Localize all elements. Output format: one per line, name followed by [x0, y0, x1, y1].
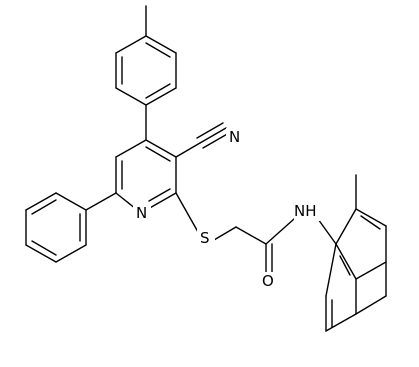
carbonyl-oxygen-label: O — [262, 272, 274, 290]
sulfur-label: S — [200, 229, 210, 247]
atom-labels: N N S NH O — [133, 128, 320, 290]
tolyl-group — [115, 5, 177, 106]
cyano-nitrogen-label: N — [229, 128, 240, 146]
pyridine-ring — [115, 139, 177, 210]
amide-naphthyl-bond — [317, 218, 337, 245]
thioacetamide-chain — [175, 192, 295, 273]
cyano-group — [175, 122, 230, 158]
pyridine-nitrogen-label: N — [136, 204, 147, 222]
phenyl-group — [25, 192, 117, 263]
naphthyl-group — [325, 174, 387, 332]
amide-nh-label: NH — [294, 202, 317, 220]
